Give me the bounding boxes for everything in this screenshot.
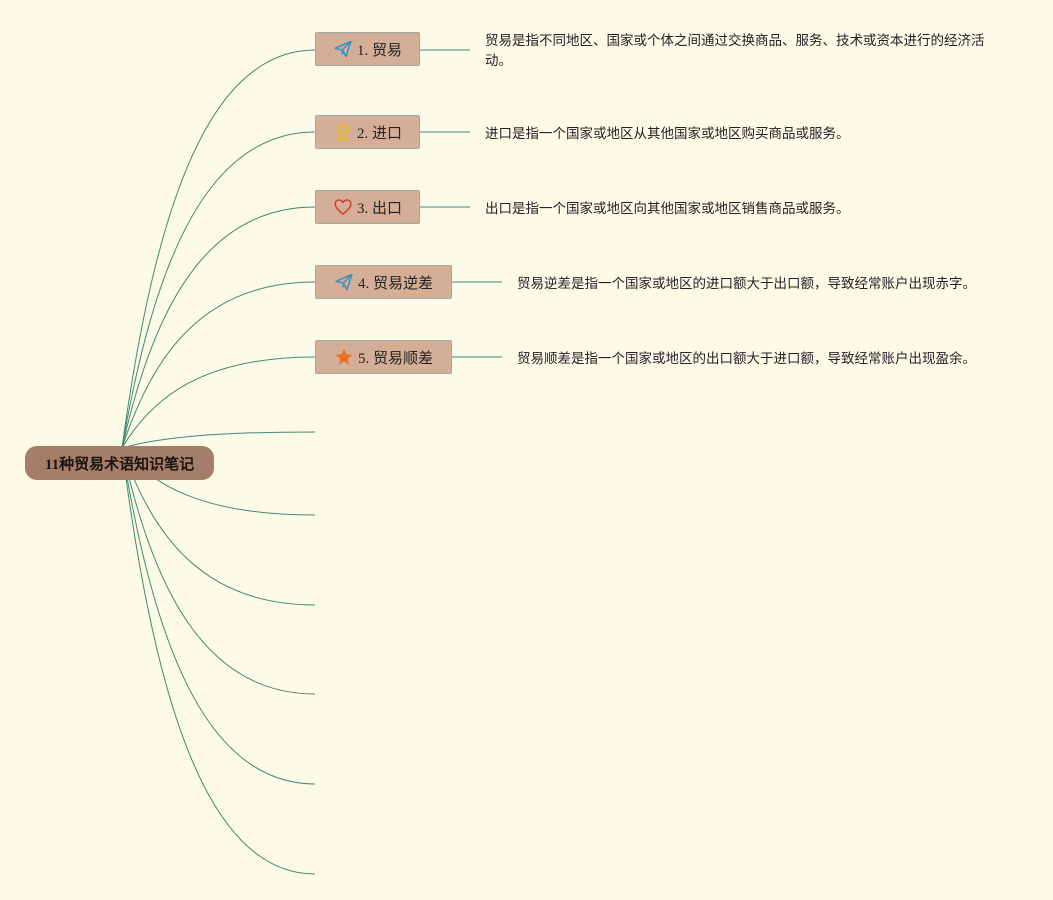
topic-connector (121, 356, 316, 449)
empty-branch-connector (121, 431, 316, 449)
topic-trade[interactable]: 1. 贸易 (315, 32, 420, 66)
topic-connector (121, 206, 316, 449)
paper-plane-icon (333, 39, 353, 59)
empty-branch-connector (121, 447, 316, 785)
root-topic[interactable]: 11种贸易术语知识笔记 (25, 446, 214, 480)
topic-label: 2. 进口 (356, 125, 402, 142)
heart-icon (333, 197, 353, 217)
topic-connector (121, 49, 316, 449)
topic-label: 4. 贸易逆差 (357, 275, 433, 292)
topic-label: 3. 出口 (356, 200, 402, 217)
root-topic-label: 11种贸易术语知识笔记 (44, 456, 195, 473)
topic-description: 出口是指一个国家或地区向其他国家或地区销售商品或服务。 (485, 201, 850, 216)
topic-label: 1. 贸易 (356, 42, 402, 59)
topic-connector (121, 131, 316, 449)
topic-import[interactable]: 2. 进口 (315, 115, 420, 149)
topic-description: 进口是指一个国家或地区从其他国家或地区购买商品或服务。 (485, 126, 850, 141)
topic-description: 贸易是指不同地区、国家或个体之间通过交换商品、服务、技术或资本进行的经济活动。 (485, 33, 985, 68)
topic-description: 贸易顺差是指一个国家或地区的出口额大于进口额，导致经常账户出现盈余。 (517, 351, 976, 366)
empty-branch-connector (121, 447, 316, 695)
topic-trade-deficit[interactable]: 4. 贸易逆差 (315, 265, 452, 299)
paper-plane-icon (334, 272, 354, 292)
topic-trade-surplus[interactable]: 5. 贸易顺差 (315, 340, 452, 374)
topic-description: 贸易逆差是指一个国家或地区的进口额大于出口额，导致经常账户出现赤字。 (517, 276, 976, 291)
topic-export[interactable]: 3. 出口 (315, 190, 420, 224)
star-icon (334, 347, 354, 367)
empty-branch-connector (121, 447, 316, 875)
topic-connector (121, 281, 316, 449)
empty-branch-connector (121, 447, 316, 606)
topic-label: 5. 贸易顺差 (357, 350, 433, 367)
award-ribbon-icon (333, 122, 353, 142)
